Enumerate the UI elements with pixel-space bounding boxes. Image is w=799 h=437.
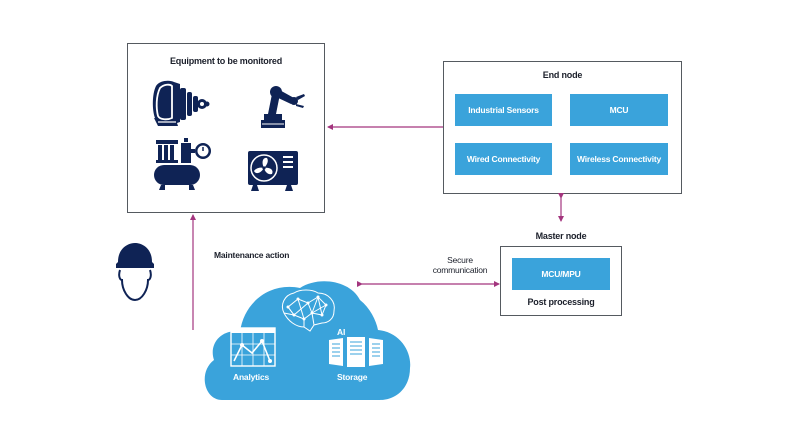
cloud-shape <box>204 281 411 400</box>
hvac-fan-unit-icon <box>248 151 298 191</box>
air-compressor-icon <box>154 138 211 190</box>
cloud-label-analytics: Analytics <box>233 372 269 382</box>
chip-mcu: MCU <box>570 94 668 126</box>
chip-wireless-connectivity: Wireless Connectivity <box>570 143 668 175</box>
cloud-label-storage: Storage <box>337 372 368 382</box>
master-node-title: Master node <box>535 231 587 241</box>
master-node-subtitle: Post processing <box>527 297 595 307</box>
analytics-chart-icon <box>230 327 276 367</box>
end-node-title: End node <box>542 70 583 80</box>
worker-hardhat-icon <box>116 243 154 302</box>
secure-communication-label-line1: Secure <box>447 255 473 265</box>
motor-icon <box>152 80 210 126</box>
secure-communication-label-line2: communication <box>432 265 488 275</box>
cloud-label-ai: AI <box>337 327 346 337</box>
chip-mcu-mpu: MCU/MPU <box>512 258 610 290</box>
maintenance-action-label: Maintenance action <box>214 250 290 260</box>
chip-industrial-sensors: Industrial Sensors <box>455 94 552 126</box>
equipment-box-title: Equipment to be monitored <box>170 56 282 66</box>
storage-servers-icon <box>329 337 383 367</box>
ai-brain-icon <box>281 289 335 332</box>
chip-wired-connectivity: Wired Connectivity <box>455 143 552 175</box>
robot-arm-icon <box>261 86 305 128</box>
